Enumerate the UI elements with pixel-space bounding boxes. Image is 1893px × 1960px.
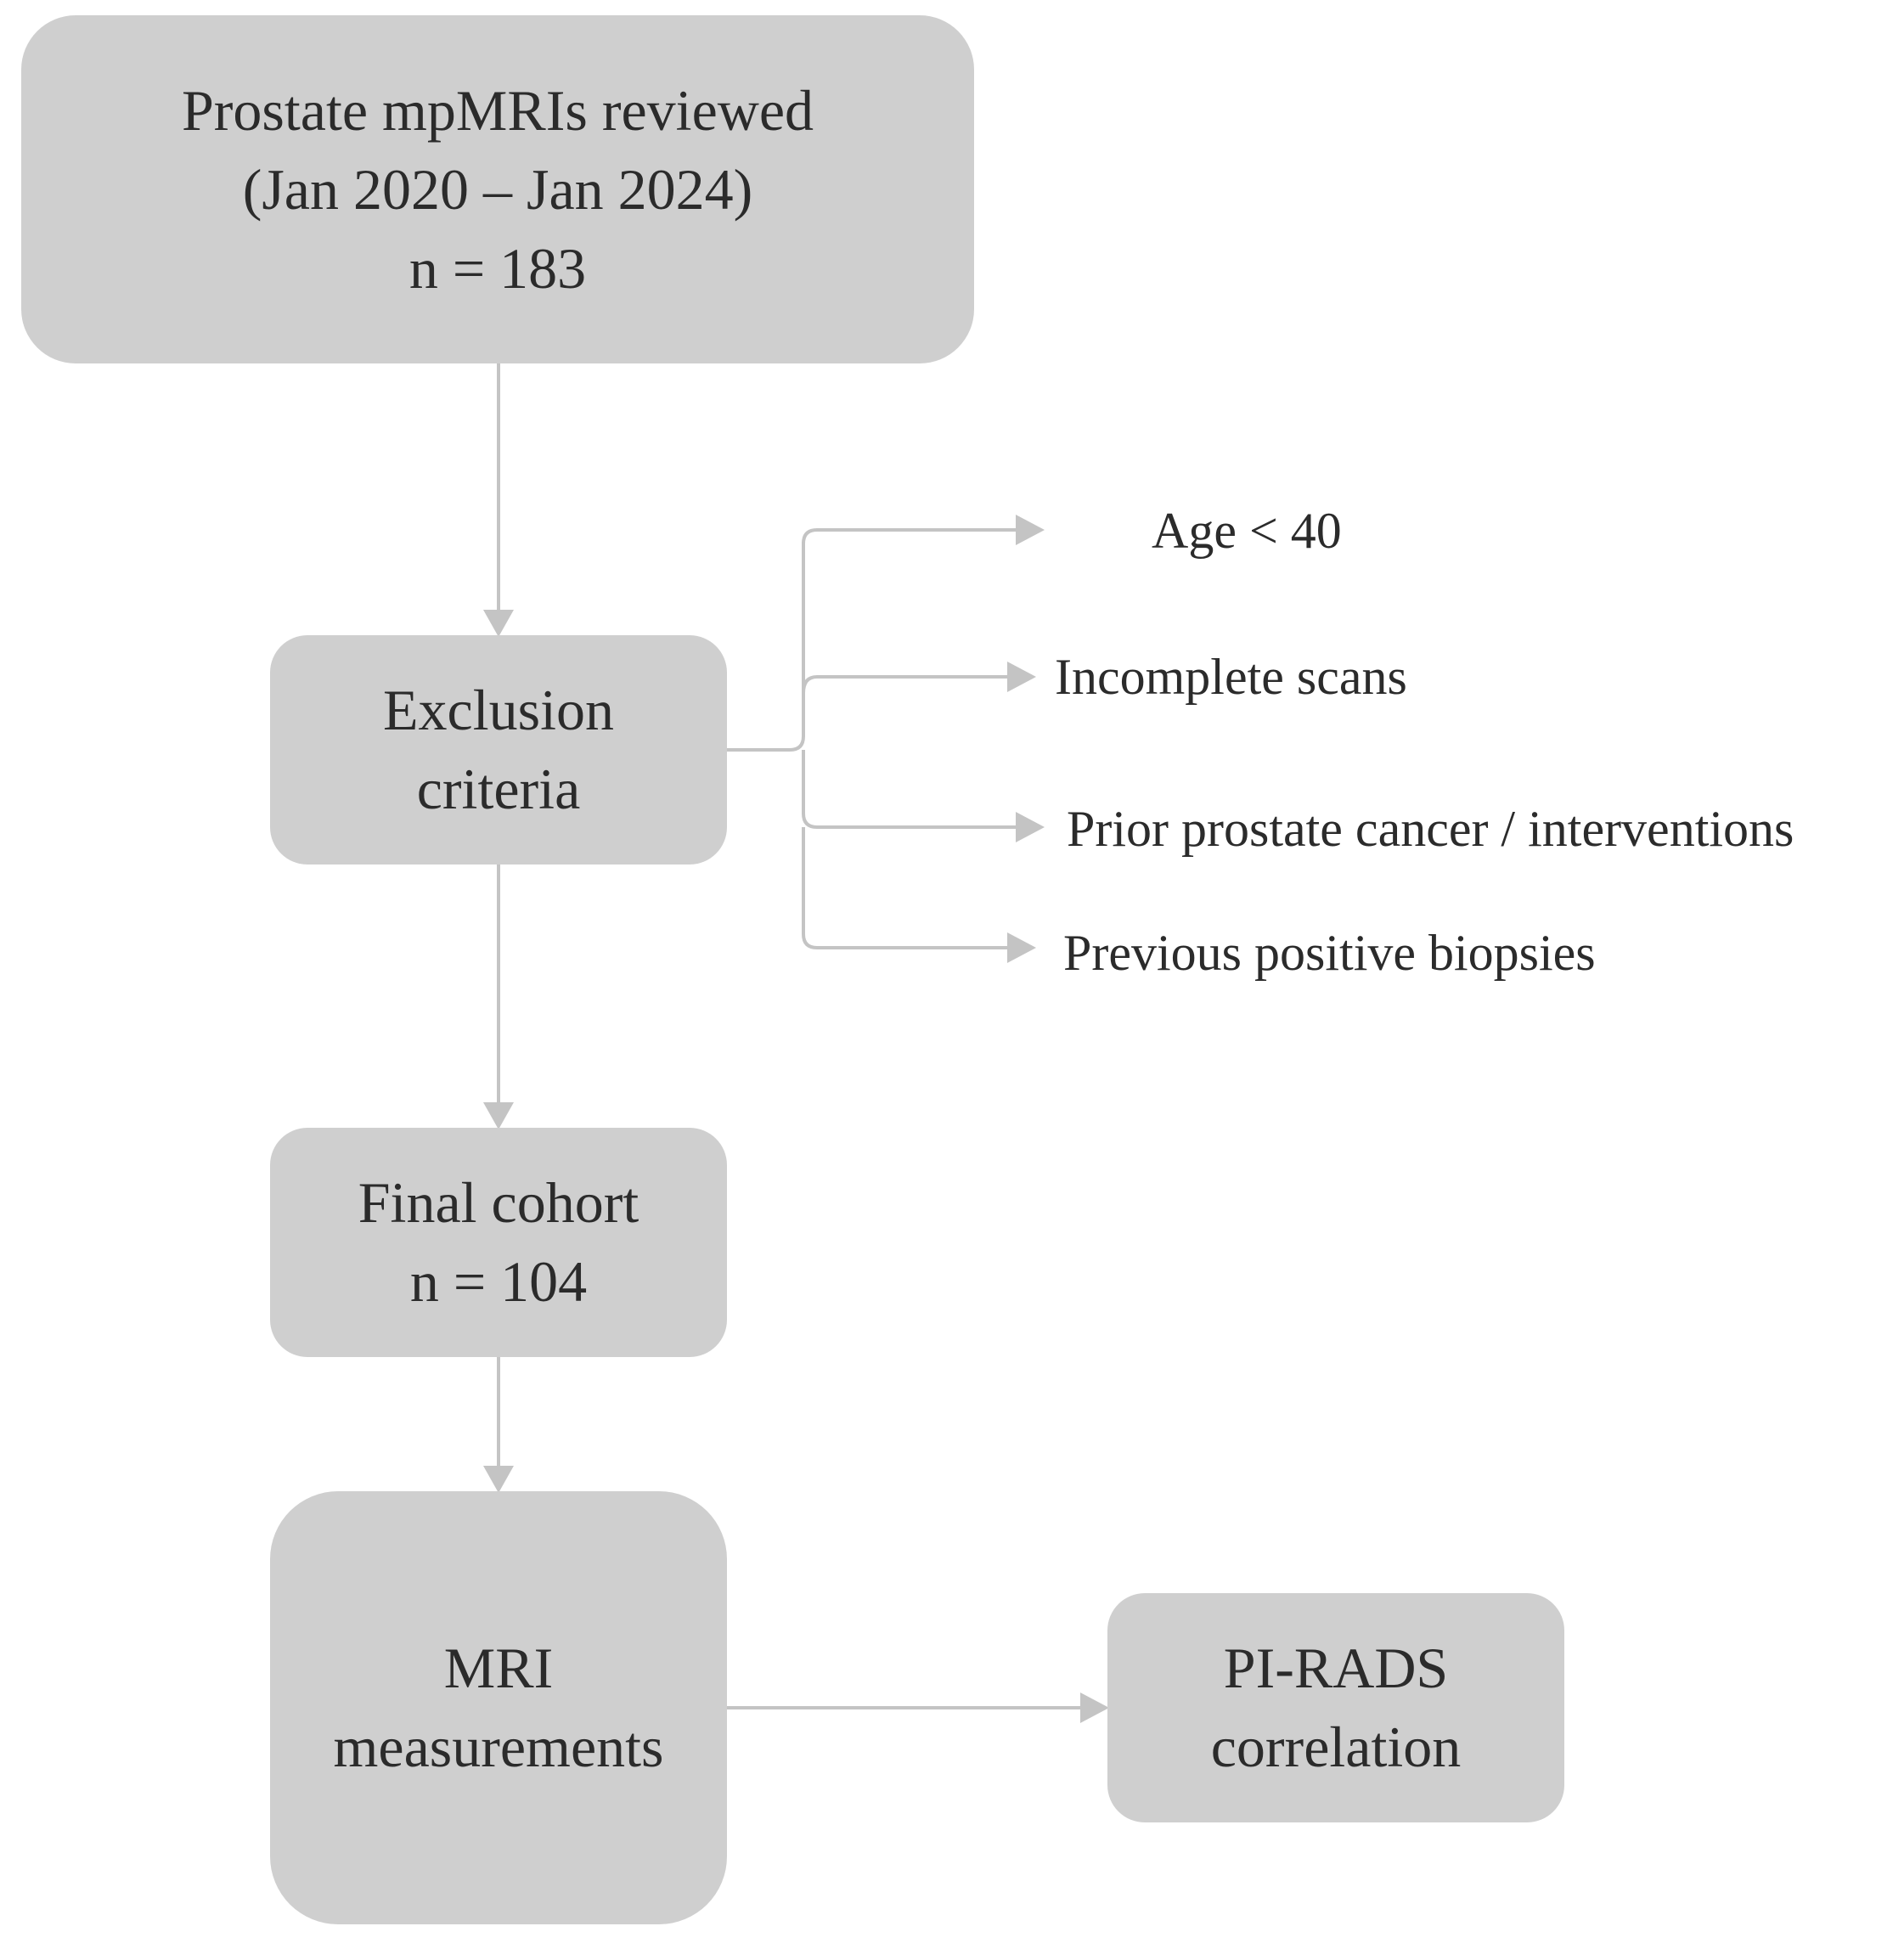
exclusion-bracket (727, 528, 1019, 949)
mri-measurements-box: MRI measurements (270, 1491, 727, 1924)
arrowhead-final (483, 1102, 514, 1129)
arrowhead-exclusion (483, 610, 514, 637)
criterion-prior-cancer: Prior prostate cancer / interventions (1067, 801, 1794, 857)
arrowhead-pirads (1080, 1692, 1109, 1723)
exclusion-label-line2: criteria (416, 757, 581, 821)
mpmri-reviewed-box: Prostate mpMRIs reviewed (Jan 2020 – Jan… (21, 15, 974, 363)
final-cohort-count: n = 104 (409, 1249, 588, 1314)
arrowhead-criterion-incomplete (1007, 662, 1036, 692)
arrowhead-criterion-biopsies (1007, 932, 1036, 963)
pirads-label-line1: PI-RADS (1223, 1636, 1449, 1700)
mpmri-reviewed-period: (Jan 2020 – Jan 2024) (242, 156, 753, 222)
mpmri-reviewed-count: n = 183 (408, 235, 587, 301)
final-cohort-box: Final cohort n = 104 (270, 1128, 727, 1357)
pirads-correlation-box: PI-RADS correlation (1107, 1593, 1564, 1822)
mpmri-reviewed-title: Prostate mpMRIs reviewed (181, 77, 814, 143)
criterion-age: Age < 40 (1152, 503, 1342, 559)
criterion-incomplete-scans: Incomplete scans (1055, 649, 1407, 705)
exclusion-label-line1: Exclusion (383, 678, 614, 742)
mri-label-line1: MRI (443, 1636, 554, 1700)
final-cohort-title: Final cohort (358, 1170, 639, 1235)
mri-label-line2: measurements (333, 1715, 664, 1779)
pirads-label-line2: correlation (1210, 1715, 1462, 1779)
arrowhead-criterion-prior (1016, 812, 1045, 842)
criterion-positive-biopsies: Previous positive biopsies (1063, 925, 1596, 981)
exclusion-criteria-box: Exclusion criteria (270, 635, 727, 865)
arrowhead-criterion-age (1016, 515, 1045, 545)
arrowhead-mri (483, 1466, 514, 1493)
